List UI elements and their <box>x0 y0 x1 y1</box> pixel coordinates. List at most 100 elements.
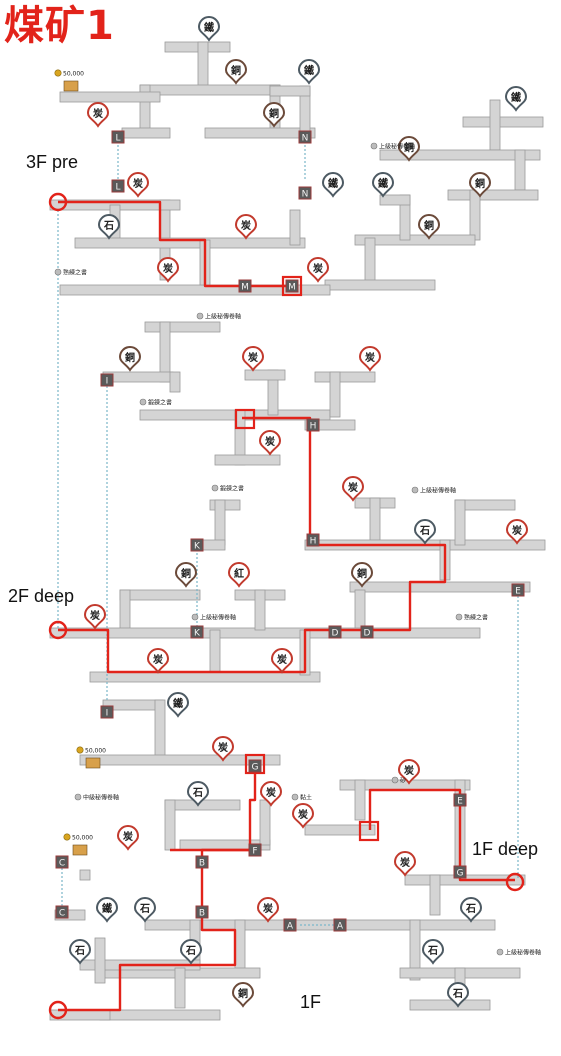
svg-text:炭: 炭 <box>218 741 228 754</box>
door-n: N <box>298 186 312 200</box>
svg-text:銅: 銅 <box>424 219 434 232</box>
door-k: K <box>190 625 204 639</box>
svg-text:鐵: 鐵 <box>378 177 388 190</box>
gold-amount: 50,000 <box>85 748 106 755</box>
svg-text:E: E <box>515 587 521 597</box>
door-e: E <box>453 793 467 807</box>
svg-text:石: 石 <box>427 945 438 957</box>
resource-iron-icon: 鐵 <box>504 86 528 112</box>
resource-stone-icon: 石 <box>413 519 437 545</box>
resource-coal-icon: 炭 <box>259 781 283 807</box>
door-i: I <box>100 705 114 719</box>
svg-text:鐵: 鐵 <box>328 177 338 190</box>
corridor-segment <box>304 419 356 431</box>
resource-coal-icon: 炭 <box>341 476 365 502</box>
resource-stone-icon: 石 <box>179 939 203 965</box>
resource-coal-icon: 炭 <box>256 897 280 923</box>
corridor-segment <box>489 99 501 151</box>
door-l: L <box>111 130 125 144</box>
doors: LLMMNNIIHHKKDDEEGGFFCCBBAA <box>55 130 525 932</box>
svg-text:石: 石 <box>192 787 203 799</box>
svg-text:石: 石 <box>185 945 196 957</box>
middle_secret-scroll-icon: 中級秘傳卷軸 <box>74 794 119 802</box>
scroll-label: 熟練之書 <box>464 614 488 622</box>
svg-text:F: F <box>252 847 257 857</box>
corridor-segment <box>169 371 181 393</box>
resource-iron-icon: 鐵 <box>297 59 321 85</box>
corridor-segment <box>469 189 481 241</box>
item-markers: 50,000上級秘傳卷軸熟練之書上級秘傳卷軸鍛鍊之書鍛鍊之書上級秘傳卷軸上級秘傳… <box>54 69 541 957</box>
corridor-segment <box>99 1009 221 1021</box>
gold-coin-icon: 50,000 <box>76 746 106 769</box>
corridor-segment <box>214 499 226 546</box>
resource-stone-icon: 石 <box>459 897 483 923</box>
corridor-segment <box>409 919 421 981</box>
svg-text:M: M <box>241 283 249 293</box>
corridor-segment <box>447 189 539 201</box>
corridor-segment <box>254 589 266 631</box>
route-circle-marker <box>505 872 525 892</box>
scroll-label: 中級秘傳卷軸 <box>83 794 119 802</box>
svg-text:G: G <box>457 869 464 879</box>
svg-text:石: 石 <box>139 903 150 915</box>
resource-coal-icon: 炭 <box>83 604 107 630</box>
svg-text:銅: 銅 <box>181 567 191 580</box>
svg-text:M: M <box>288 283 296 293</box>
resource-copper-icon: 銅 <box>417 214 441 240</box>
svg-text:K: K <box>194 542 201 552</box>
corridor-segment <box>379 149 541 161</box>
svg-text:D: D <box>364 629 371 639</box>
corridor-segment <box>429 874 441 916</box>
corridor-segment <box>462 116 544 128</box>
corridor-segment <box>164 799 241 811</box>
door-i: I <box>100 373 114 387</box>
floor-label-1f-deep: 1F deep <box>472 839 539 859</box>
svg-text:銅: 銅 <box>475 177 485 190</box>
corridor-segment <box>74 237 306 249</box>
resource-copper-icon: 銅 <box>224 59 248 85</box>
gold-coin-icon: 50,000 <box>63 833 93 856</box>
resource-red-icon: 紅 <box>227 562 251 588</box>
corridor-segment <box>454 499 466 546</box>
svg-text:炭: 炭 <box>90 609 100 622</box>
scroll-label: 砂 <box>400 777 406 785</box>
svg-text:炭: 炭 <box>266 786 276 799</box>
resource-copper-icon: 銅 <box>350 562 374 588</box>
resource-stone-icon: 石 <box>133 897 157 923</box>
svg-text:炭: 炭 <box>348 481 358 494</box>
route-circle-marker <box>48 1000 68 1020</box>
svg-text:炭: 炭 <box>512 524 522 537</box>
svg-text:銅: 銅 <box>231 64 241 77</box>
svg-text:A: A <box>337 922 344 932</box>
resource-iron-icon: 鐵 <box>321 172 345 198</box>
door-d: D <box>328 625 342 639</box>
door-c: C <box>55 855 69 869</box>
resource-coal-icon: 炭 <box>116 825 140 851</box>
proficiency-scroll-icon: 熟練之書 <box>54 269 87 277</box>
corridor-segment <box>59 284 331 296</box>
resource-copper-icon: 銅 <box>231 982 255 1008</box>
svg-text:石: 石 <box>452 988 463 1000</box>
resource-nodes: 鐵銅鐵炭銅鐵銅炭鐵鐵銅石炭銅炭炭銅炭炭炭炭石炭銅紅銅炭炭炭鐵炭炭石炭炭炭炭鐵石炭… <box>68 16 529 1008</box>
resource-coal-icon: 炭 <box>306 257 330 283</box>
sand-scroll-icon: 砂 <box>391 777 406 785</box>
svg-text:D: D <box>332 629 339 639</box>
door-e: E <box>511 583 525 597</box>
resource-stone-icon: 石 <box>421 939 445 965</box>
door-m: M <box>285 279 299 293</box>
svg-text:石: 石 <box>419 525 430 537</box>
svg-text:炭: 炭 <box>265 435 275 448</box>
svg-text:炭: 炭 <box>248 351 258 364</box>
svg-text:C: C <box>59 859 65 869</box>
dotted-links <box>57 137 519 926</box>
corridor-segment <box>289 209 301 246</box>
svg-text:石: 石 <box>74 945 85 957</box>
resource-stone-icon: 石 <box>97 214 121 240</box>
upper_secret-scroll-icon: 上級秘傳卷軸 <box>196 313 241 321</box>
svg-text:炭: 炭 <box>298 808 308 821</box>
door-b: B <box>195 905 209 919</box>
svg-text:銅: 銅 <box>404 141 414 154</box>
scroll-label: 上級秘傳卷軸 <box>379 143 415 151</box>
svg-text:炭: 炭 <box>277 653 287 666</box>
svg-text:銅: 銅 <box>357 567 367 580</box>
